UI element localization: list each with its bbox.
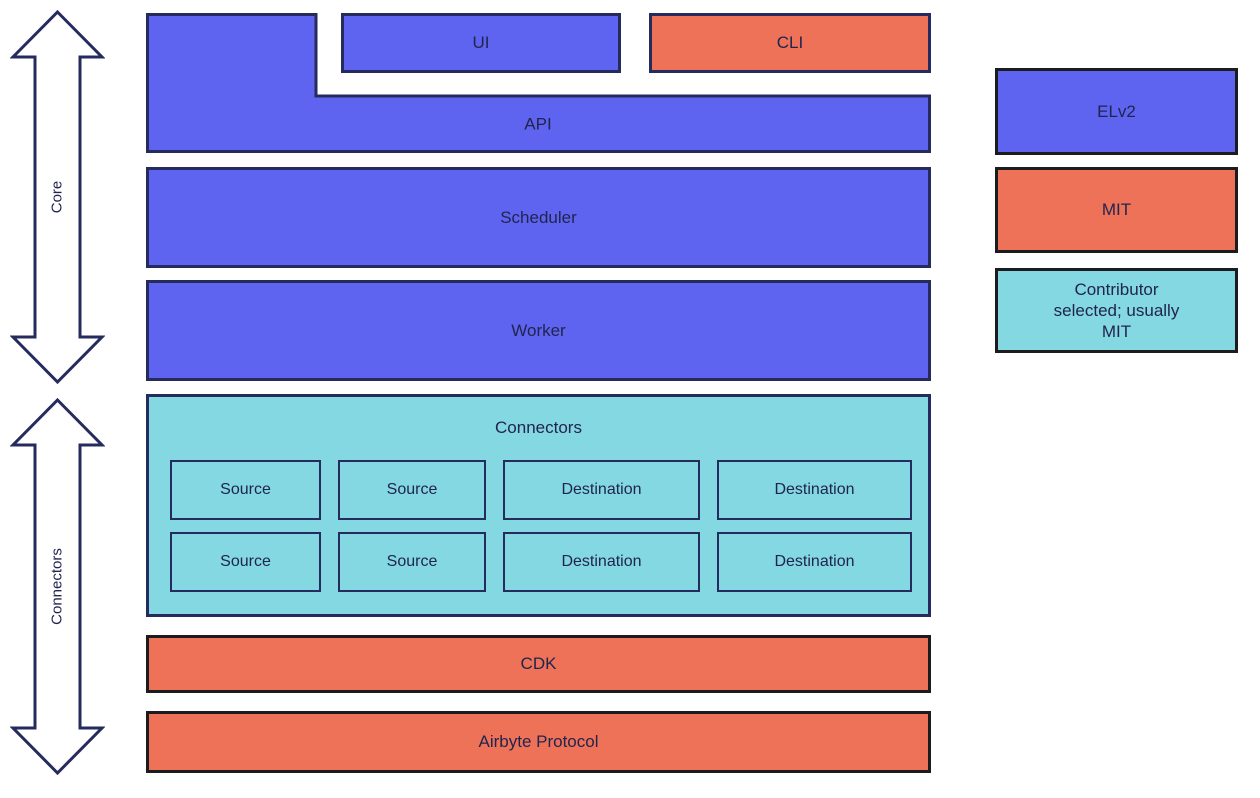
legend-contributor-label: Contributor selected; usually MIT (1053, 279, 1180, 342)
connector-cell-destination: Destination (503, 460, 700, 520)
legend-mit: MIT (995, 167, 1238, 253)
worker-box: Worker (146, 280, 931, 381)
double-arrow-shape (10, 398, 105, 775)
connectors-row-2: Source Source Destination Destination (170, 532, 912, 592)
core-arrow: Core (10, 10, 105, 384)
cell-label: Source (220, 481, 271, 498)
cdk-label: CDK (520, 654, 557, 674)
connector-cell-destination: Destination (717, 460, 912, 520)
cell-label: Source (220, 553, 271, 570)
api-block: API (146, 13, 931, 153)
legend-elv2-label: ELv2 (1097, 101, 1136, 121)
connectors-arrow: Connectors (10, 398, 105, 775)
connector-cell-source: Source (170, 460, 321, 520)
connectors-box: Connectors Source Source Destination Des… (146, 394, 931, 617)
api-label: API (524, 114, 551, 133)
connector-cell-source: Source (170, 532, 321, 592)
cell-label: Destination (561, 553, 642, 570)
connector-cell-destination: Destination (503, 532, 700, 592)
cell-label: Destination (774, 553, 855, 570)
connector-cell-source: Source (338, 532, 486, 592)
connectors-title: Connectors (495, 418, 582, 438)
ui-box: UI (341, 13, 621, 73)
ui-label: UI (472, 33, 490, 53)
scheduler-label: Scheduler (500, 207, 577, 227)
cell-label: Destination (561, 481, 642, 498)
worker-label: Worker (511, 320, 566, 340)
airbyte-protocol-box: Airbyte Protocol (146, 711, 931, 773)
cli-box: CLI (649, 13, 931, 73)
airbyte-protocol-label: Airbyte Protocol (478, 732, 599, 752)
cli-label: CLI (776, 33, 804, 53)
legend-elv2: ELv2 (995, 68, 1238, 155)
cell-label: Source (386, 481, 438, 498)
connectors-arrow-label: Connectors (48, 548, 65, 625)
core-arrow-label: Core (48, 181, 65, 214)
scheduler-box: Scheduler (146, 167, 931, 268)
legend-mit-label: MIT (1101, 200, 1132, 220)
connectors-row-1: Source Source Destination Destination (170, 460, 912, 520)
cdk-box: CDK (146, 635, 931, 693)
cell-label: Source (386, 553, 438, 570)
cell-label: Destination (774, 481, 855, 498)
connector-cell-source: Source (338, 460, 486, 520)
api-lshape (146, 13, 931, 153)
connector-cell-destination: Destination (717, 532, 912, 592)
double-arrow-shape (10, 10, 105, 384)
legend-contributor: Contributor selected; usually MIT (995, 268, 1238, 353)
